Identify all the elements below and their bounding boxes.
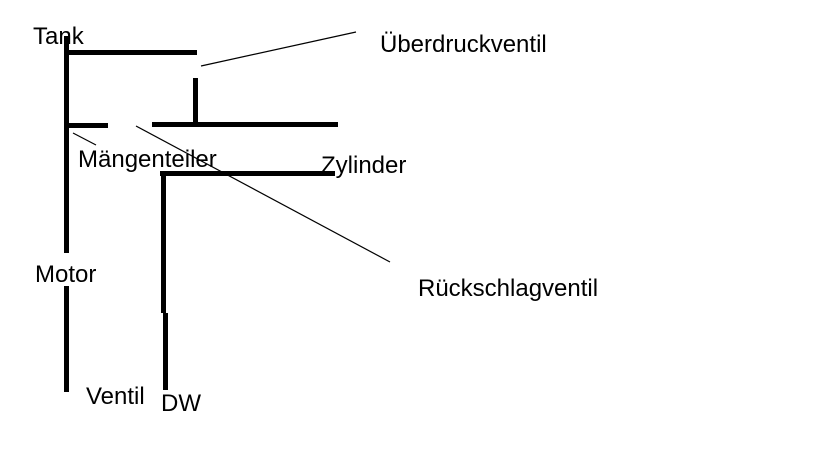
zylinder-horizontal-line <box>160 171 335 176</box>
relief-valve-vertical-line <box>193 78 198 127</box>
tank-top-horizontal-line <box>66 50 197 55</box>
label-ueberdruckventil: Überdruckventil <box>380 31 547 58</box>
label-tank: Tank <box>33 23 84 50</box>
label-zylinder: Zylinder <box>321 152 407 179</box>
tank-vertical-line-upper <box>64 36 69 253</box>
dw-vertical-line-lower <box>163 313 168 390</box>
label-dw: DW <box>161 390 201 417</box>
dw-vertical-line-upper <box>161 171 166 313</box>
flow-divider-left-horizontal-line <box>66 123 108 128</box>
ueberdruckventil-pointer-line <box>200 31 357 67</box>
label-ventil: Ventil <box>86 383 145 410</box>
rueckschlagventil-pointer-line <box>135 125 391 263</box>
flow-divider-right-horizontal-line <box>152 122 338 127</box>
label-maengenteiler: Mängenteiler <box>78 146 217 173</box>
maengenteiler-pointer-line <box>72 132 97 146</box>
label-motor: Motor <box>35 261 97 288</box>
motor-vertical-line-lower <box>64 286 69 392</box>
label-rueckschlagventil: Rückschlagventil <box>418 275 599 302</box>
